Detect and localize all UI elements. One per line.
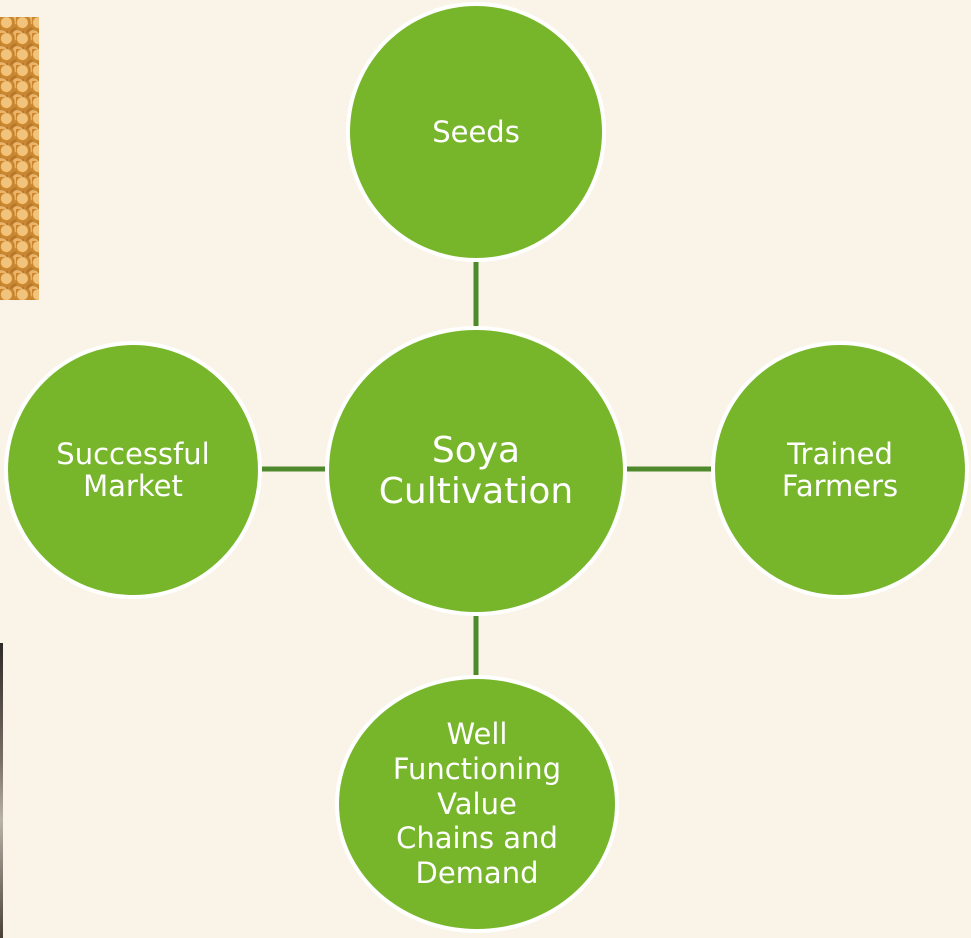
successful-market-node: Successful Market <box>4 341 262 599</box>
seeds-node: Seeds <box>346 2 606 262</box>
value-chains-label: Well Functioning Value Chains and Demand <box>392 717 562 891</box>
trained-farmers-label: Trained Farmers <box>781 436 899 503</box>
value-chains-node: Well Functioning Value Chains and Demand <box>335 675 619 933</box>
successful-market-label: Successful Market <box>56 436 210 503</box>
trained-farmers-node: Trained Farmers <box>711 341 969 599</box>
center-node: Soya Cultivation <box>325 326 627 616</box>
soybean-photo <box>0 17 39 300</box>
seeds-label: Seeds <box>432 114 520 149</box>
center-label: Soya Cultivation <box>378 429 574 512</box>
photo-edge <box>0 643 3 938</box>
